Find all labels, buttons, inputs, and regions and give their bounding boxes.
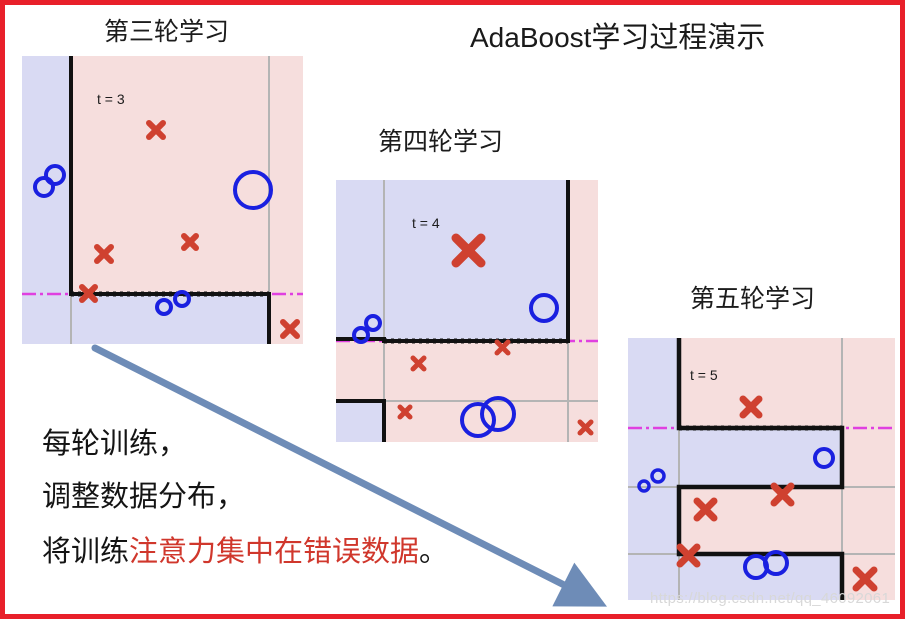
panel-round-4-svg: t = 4 xyxy=(336,180,598,442)
circle-marker xyxy=(155,298,173,316)
chart-panel-round-4: t = 4 xyxy=(336,180,598,442)
panel-round-5-svg: t = 5 xyxy=(628,338,895,600)
page-title-latin: AdaBoost xyxy=(470,22,592,53)
caption-line-1: 每轮训练， xyxy=(42,428,188,460)
caption-line-3-highlight: 注意力集中在错误数据 xyxy=(129,536,420,568)
cross-marker xyxy=(397,404,413,420)
caption-line-3: 将训练注意力集中在错误数据。 xyxy=(42,528,448,570)
circle-marker xyxy=(637,479,651,493)
caption-line-2: 调整数据分布， xyxy=(42,481,246,513)
cross-marker xyxy=(79,284,98,303)
circle-marker xyxy=(364,314,382,332)
region-blue-left xyxy=(22,56,71,344)
cross-marker xyxy=(852,566,878,592)
circle-marker xyxy=(460,402,496,438)
caption-line-3-end: 。 xyxy=(419,536,449,568)
arrow-shaft xyxy=(91,344,607,607)
circle-marker xyxy=(650,468,666,484)
circle-marker xyxy=(233,170,273,210)
circle-marker xyxy=(33,176,55,198)
circle-marker xyxy=(480,396,516,432)
chart-panel-round-3: t = 3 xyxy=(22,56,303,344)
decision-boundary-bottom-left xyxy=(336,399,386,442)
panel-title-round-3: 第三轮学习 xyxy=(104,19,230,46)
cross-marker xyxy=(577,419,594,436)
cross-marker xyxy=(693,497,718,522)
red-cross-markers xyxy=(676,395,878,592)
cross-marker xyxy=(739,395,763,419)
blue-circle-markers xyxy=(33,164,273,316)
cross-marker xyxy=(451,233,486,268)
t-label-round-4: t = 4 xyxy=(412,215,440,231)
circle-marker xyxy=(44,164,66,186)
red-cross-markers xyxy=(397,233,594,436)
cross-marker xyxy=(410,355,427,372)
t-label-round-5: t = 5 xyxy=(690,367,718,383)
cross-marker xyxy=(770,482,795,507)
csdn-watermark: https://blog.csdn.net/qq_46092061 xyxy=(650,590,891,607)
cross-marker xyxy=(181,233,199,251)
t-label-round-3: t = 3 xyxy=(97,91,125,107)
panel-title-round-5: 第五轮学习 xyxy=(690,286,816,313)
page-title: AdaBoost学习过程演示 xyxy=(470,14,765,56)
cross-marker xyxy=(94,244,114,264)
decision-boundary xyxy=(676,338,845,600)
cross-marker xyxy=(280,319,300,339)
cross-marker xyxy=(676,543,701,568)
red-cross-markers xyxy=(79,120,300,339)
cross-marker xyxy=(146,120,166,140)
circle-marker xyxy=(813,447,835,469)
blue-circle-markers xyxy=(352,293,559,438)
page-title-cjk: 学习过程演示 xyxy=(591,22,766,54)
panel-title-round-4: 第四轮学习 xyxy=(378,129,504,156)
chart-panel-round-5: t = 5 xyxy=(628,338,895,600)
cross-marker xyxy=(494,339,511,356)
panel-round-3-svg: t = 3 xyxy=(22,56,303,344)
circle-marker xyxy=(529,293,559,323)
region-blue-bottom-left xyxy=(336,401,384,442)
circle-marker xyxy=(352,326,370,344)
circle-marker xyxy=(173,290,191,308)
region-blue-left xyxy=(628,338,679,600)
circle-marker xyxy=(763,550,789,576)
caption-line-3-plain: 将训练 xyxy=(42,536,130,568)
blue-circle-markers xyxy=(637,447,835,580)
